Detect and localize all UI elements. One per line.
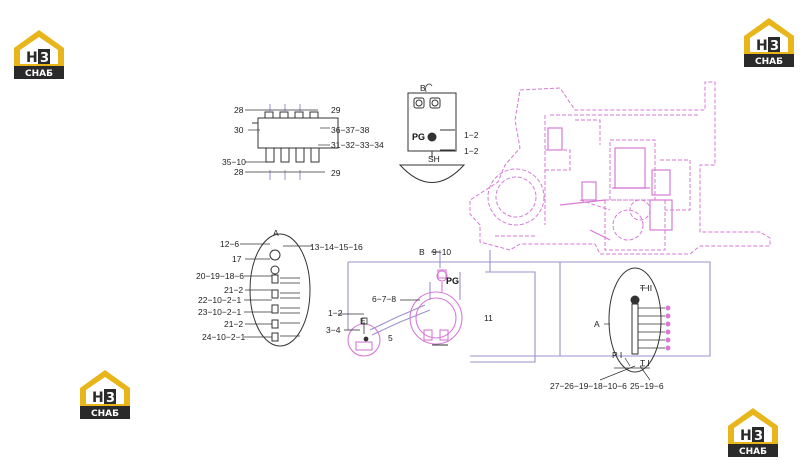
logo-h: H [740,428,752,444]
logo-caption: СНАБ [739,447,767,457]
leader-lines-right-panel [599,287,651,381]
machine-frame-solid [547,127,673,241]
label-6-7-8: 6−7−8 [372,294,396,304]
label-12-6: 12−6 [220,239,239,249]
label-sh: SH [428,154,440,164]
label-21-2-b: 21−2 [224,319,243,329]
label-t1: T I [640,358,650,368]
leader-lines-top-left [245,109,330,173]
label-1-2-a: 1−2 [464,130,479,140]
logo-h: H [92,390,104,406]
label-28-top: 28 [234,105,244,115]
brand-logo-bottom-left: H 3 СНАБ [76,366,134,420]
label-pg-mid: PG [446,276,459,286]
label-31-34: 31−32−33−34 [331,140,384,150]
logo-caption: СНАБ [25,69,53,79]
logo-num: 3 [106,391,115,406]
label-5: 5 [388,333,393,343]
label-20-19-18-6: 20−19−18−6 [196,271,244,281]
logo-h: H [756,38,768,54]
label-17: 17 [232,254,242,264]
label-1-2-b: 1−2 [464,146,479,156]
label-11: 11 [484,313,493,323]
logo-h: H [26,50,38,66]
labels: B 28 29 30 36−37−38 31−32−33−34 35−10 28… [196,83,664,391]
brand-logo-bottom-right: H 3 СНАБ [724,404,782,458]
label-pg-top: PG [412,132,425,142]
brand-logo-top-right: H 3 СНАБ [740,14,798,68]
label-24: 24−10−2−1 [202,332,246,342]
leader-lines-left-panel [240,243,312,338]
label-p1: P I [612,350,622,360]
label-29-top: 29 [331,105,341,115]
label-1-2-c: 1−2 [328,308,343,318]
logo-num: 3 [40,51,49,66]
label-22: 22−10−2−1 [198,295,242,305]
logo-caption: СНАБ [755,57,783,67]
center-tank [347,269,463,357]
control-panel-right [608,267,665,373]
label-9-10: 9−10 [432,247,451,257]
center-ink-details [338,251,448,346]
label-a-right: A [594,319,600,329]
machine-frame [469,81,771,255]
b-arrow-top [425,83,433,93]
logo-num: 3 [770,39,779,54]
logo-caption: СНАБ [91,409,119,419]
right-panel-fittings [665,305,671,351]
label-e: E [360,316,366,326]
label-23: 23−10−2−1 [198,307,242,317]
label-21-2-a: 21−2 [224,285,243,295]
label-a-left: A [273,228,279,238]
label-27-6: 27−26−19−18−10−6 [550,381,627,391]
label-t2: T II [640,283,652,293]
label-36-37-38: 36−37−38 [331,125,370,135]
label-13-16: 13−14−15−16 [310,242,363,252]
label-b-top: B [420,83,426,93]
brand-logo-top-left: H 3 СНАБ [10,26,68,80]
label-b-mid: B [419,247,425,257]
hydraulic-lines [347,250,711,363]
pump-top-center [398,92,466,183]
label-25-19-6: 25−19−6 [630,381,664,391]
valve-block-top-left [252,104,339,180]
logo-num: 3 [754,429,763,444]
label-29-bottom: 29 [331,168,341,178]
label-3-4: 3−4 [326,325,341,335]
label-30: 30 [234,125,244,135]
label-28-bottom: 28 [234,167,244,177]
label-35-10: 35−10 [222,157,246,167]
